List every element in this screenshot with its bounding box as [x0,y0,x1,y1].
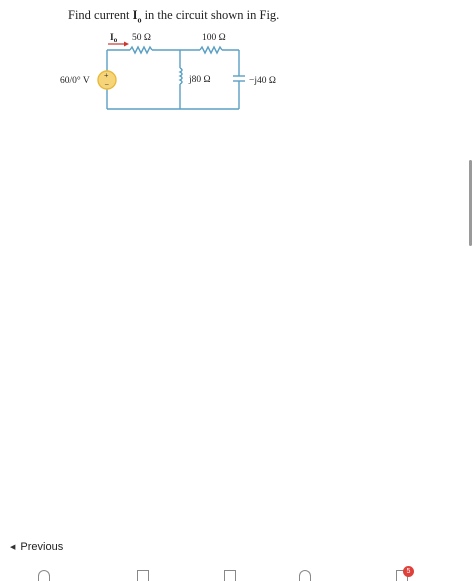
current-label: Io [110,33,118,44]
circuit-wires [106,45,245,110]
circuit-diagram: + − Io 50 Ω 100 Ω 60/0° V j80 Ω −j40 Ω [60,33,276,110]
svg-text:+: + [104,71,109,80]
svg-text:−: − [105,80,110,89]
capacitor-label: −j40 Ω [249,76,276,86]
r1-label: 50 Ω [132,33,151,43]
notification-badge: 5 [403,566,414,577]
inductor-coil [178,67,183,85]
search-icon[interactable] [299,570,311,581]
book-icon[interactable] [137,570,149,581]
previous-button[interactable]: ◀ Previous [10,541,64,553]
study-icon[interactable] [224,570,236,581]
caret-left-icon: ◀ [10,544,16,551]
scrollbar-thumb[interactable] [469,160,472,246]
resistor-50 [129,45,153,55]
resistor-100 [199,45,223,55]
voltage-source [97,70,117,90]
home-icon[interactable] [38,570,50,581]
question-text: Find current Io in the circuit shown in … [68,8,280,25]
inductor-label: j80 Ω [188,75,211,85]
source-label: 60/0° V [60,75,90,86]
r2-label: 100 Ω [202,33,226,43]
variable-io: Io [132,8,142,25]
